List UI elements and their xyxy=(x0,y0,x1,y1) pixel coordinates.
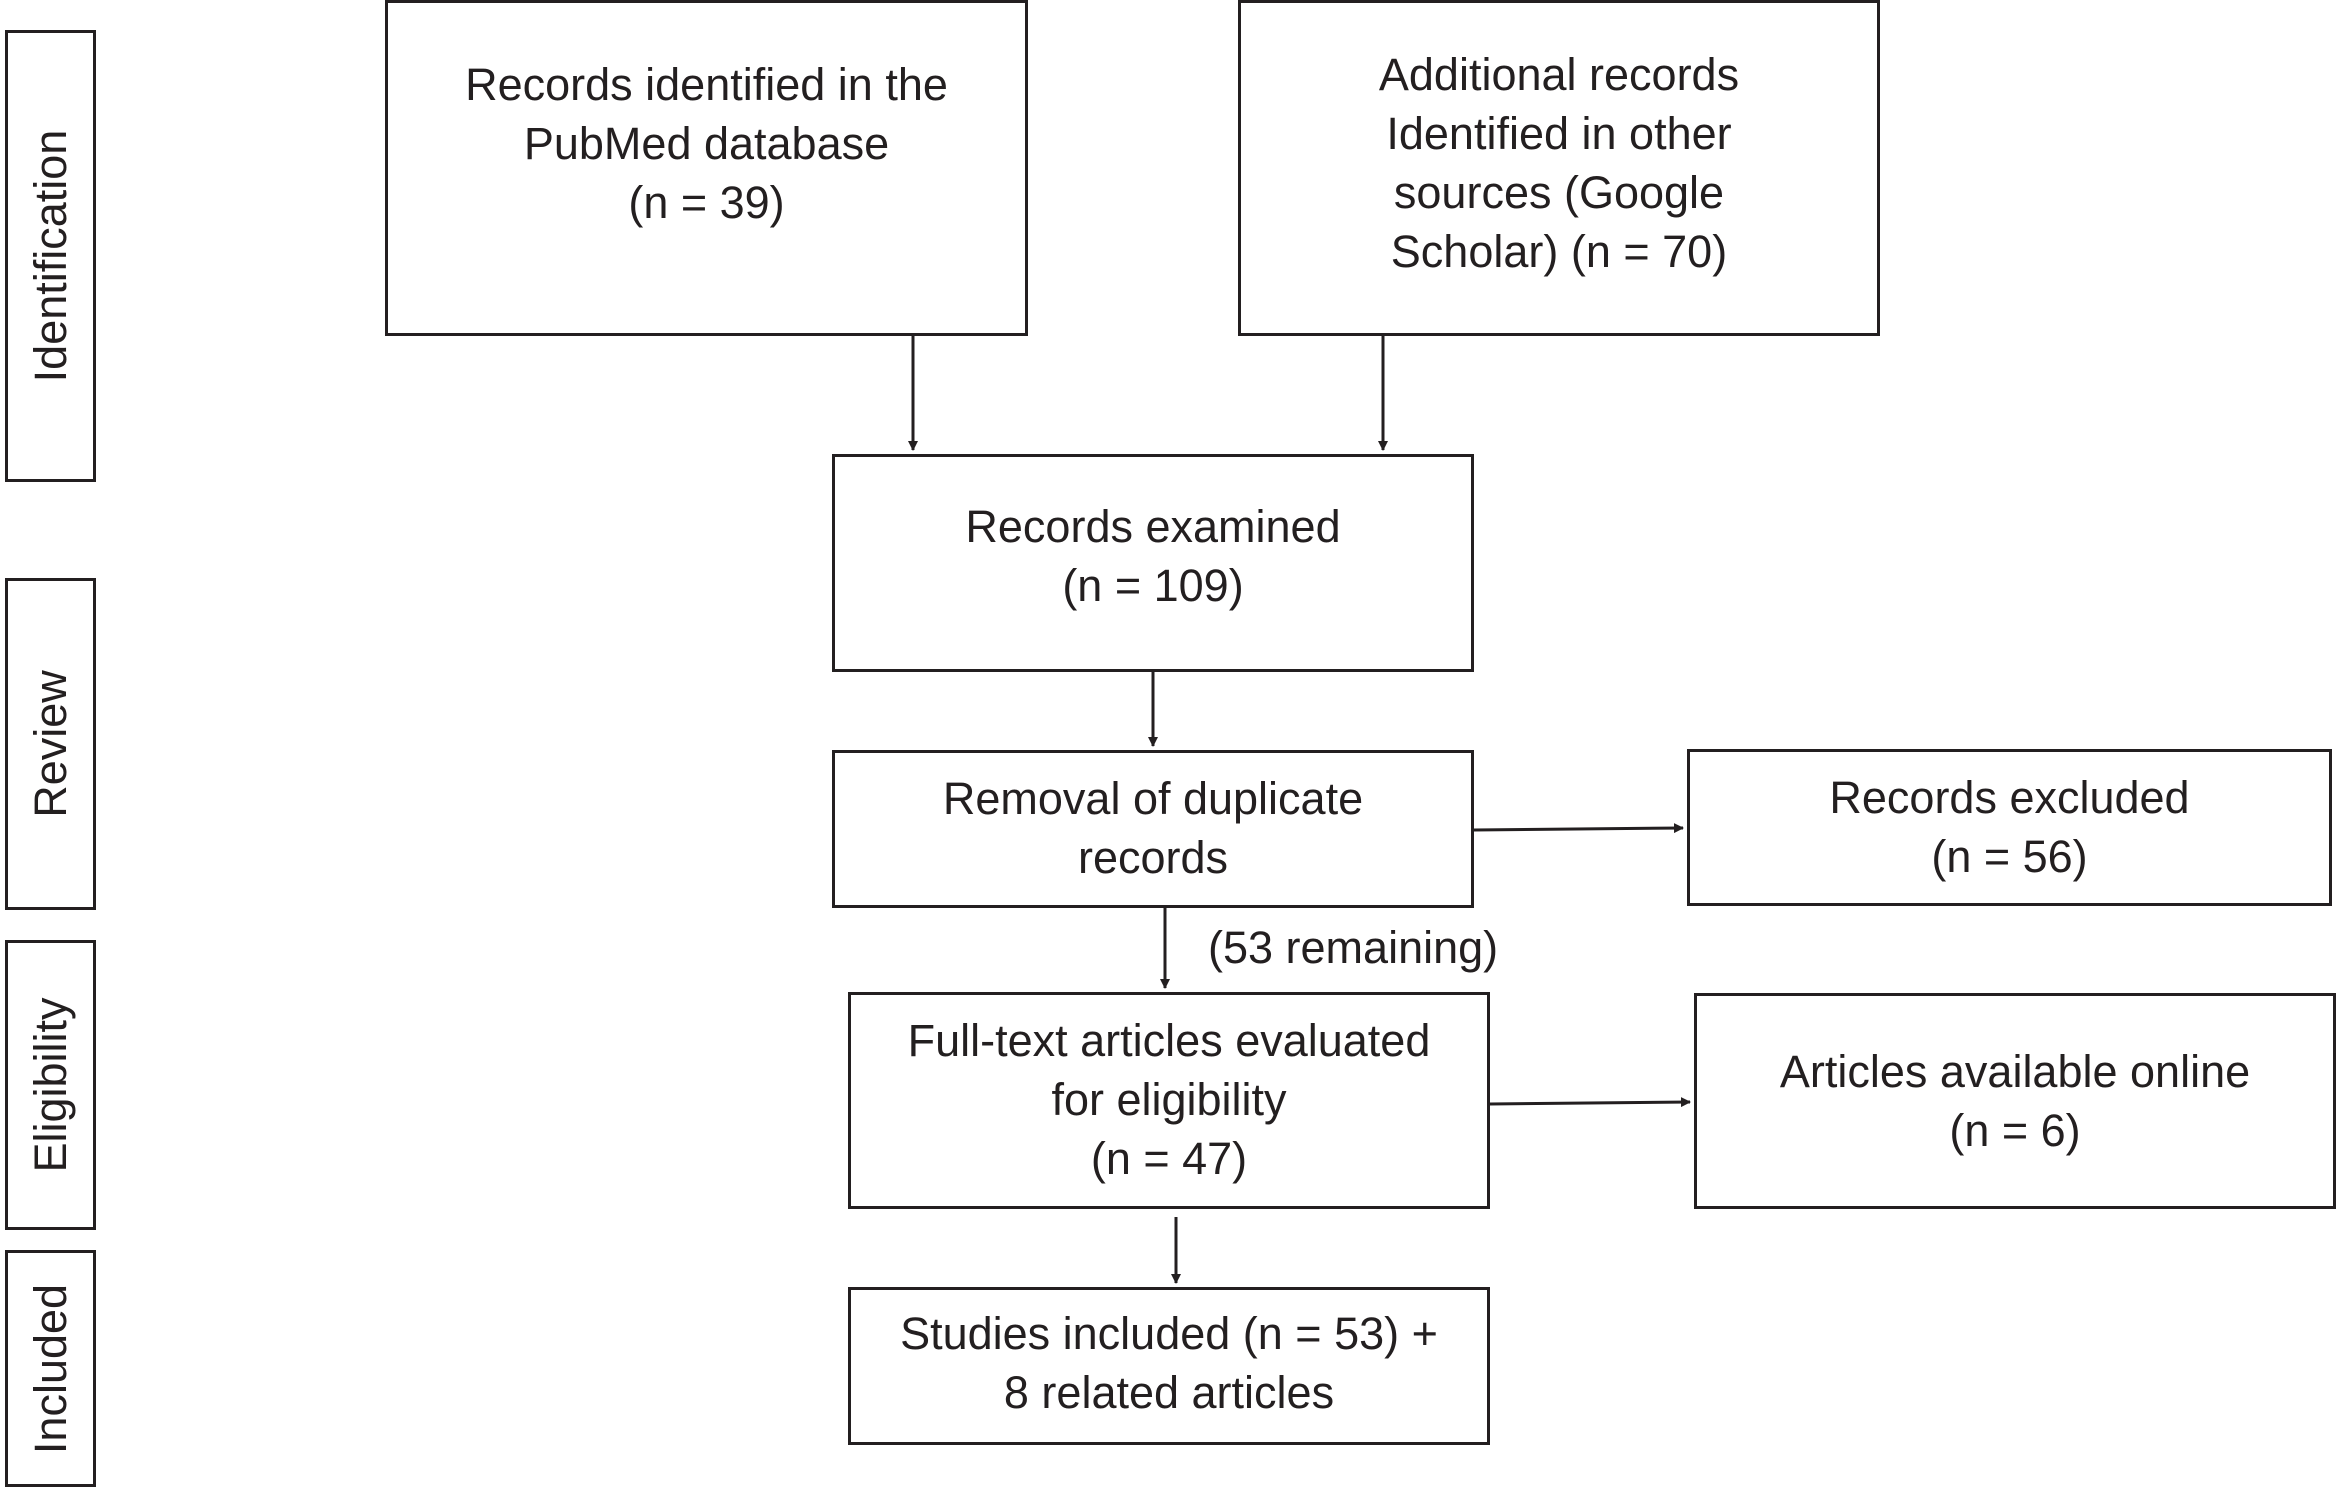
other-sources-line2: Identified in other xyxy=(1386,108,1732,159)
records-excluded-box: Records excluded (n = 56) xyxy=(1687,749,2332,906)
records-examined-line1: Records examined xyxy=(965,501,1341,552)
duplicate-removal-line2: records xyxy=(1077,832,1229,883)
stage-included: Included xyxy=(5,1250,96,1487)
records-examined-box: Records examined (n = 109) xyxy=(832,454,1474,672)
articles-online-box: Articles available online (n = 6) xyxy=(1694,993,2336,1209)
arrow-fulltext-to-online xyxy=(1489,1097,1691,1108)
duplicate-removal-box: Removal of duplicate records xyxy=(832,750,1474,908)
stage-review: Review xyxy=(5,578,96,910)
arrow-duplicates-to-excluded xyxy=(1473,823,1684,834)
fulltext-evaluated-count: (n = 47) xyxy=(1090,1133,1248,1184)
other-sources-line1: Additional records xyxy=(1378,49,1740,100)
studies-included-line2: 8 related articles xyxy=(1003,1367,1335,1418)
pubmed-records-count: (n = 39) xyxy=(628,177,785,228)
stage-eligibility: Eligibility xyxy=(5,940,96,1230)
records-excluded-count: (n = 56) xyxy=(1931,831,2088,882)
fulltext-evaluated-line1: Full-text articles evaluated xyxy=(907,1015,1431,1066)
pubmed-records-box: Records identified in the PubMed databas… xyxy=(385,0,1028,336)
records-examined-count: (n = 109) xyxy=(1062,560,1244,611)
other-sources-box: Additional records Identified in other s… xyxy=(1238,0,1880,336)
pubmed-records-line2: PubMed database xyxy=(523,118,890,169)
remaining-label: (53 remaining) xyxy=(1208,922,1499,973)
records-excluded-line1: Records excluded xyxy=(1829,772,2190,823)
other-sources-line4: Scholar) (n = 70) xyxy=(1390,226,1728,277)
duplicate-removal-line1: Removal of duplicate xyxy=(942,773,1364,824)
fulltext-evaluated-line2: for eligibility xyxy=(1051,1074,1287,1125)
stage-identification: Identification xyxy=(5,30,96,482)
pubmed-records-line1: Records identified in the xyxy=(465,59,948,110)
fulltext-evaluated-box: Full-text articles evaluated for eligibi… xyxy=(848,992,1490,1209)
studies-included-box: Studies included (n = 53) + 8 related ar… xyxy=(848,1287,1490,1445)
studies-included-line1: Studies included (n = 53) + xyxy=(900,1308,1438,1359)
articles-online-line1: Articles available online xyxy=(1779,1046,2251,1097)
articles-online-count: (n = 6) xyxy=(1949,1105,2081,1156)
other-sources-line3: sources (Google xyxy=(1393,167,1725,218)
